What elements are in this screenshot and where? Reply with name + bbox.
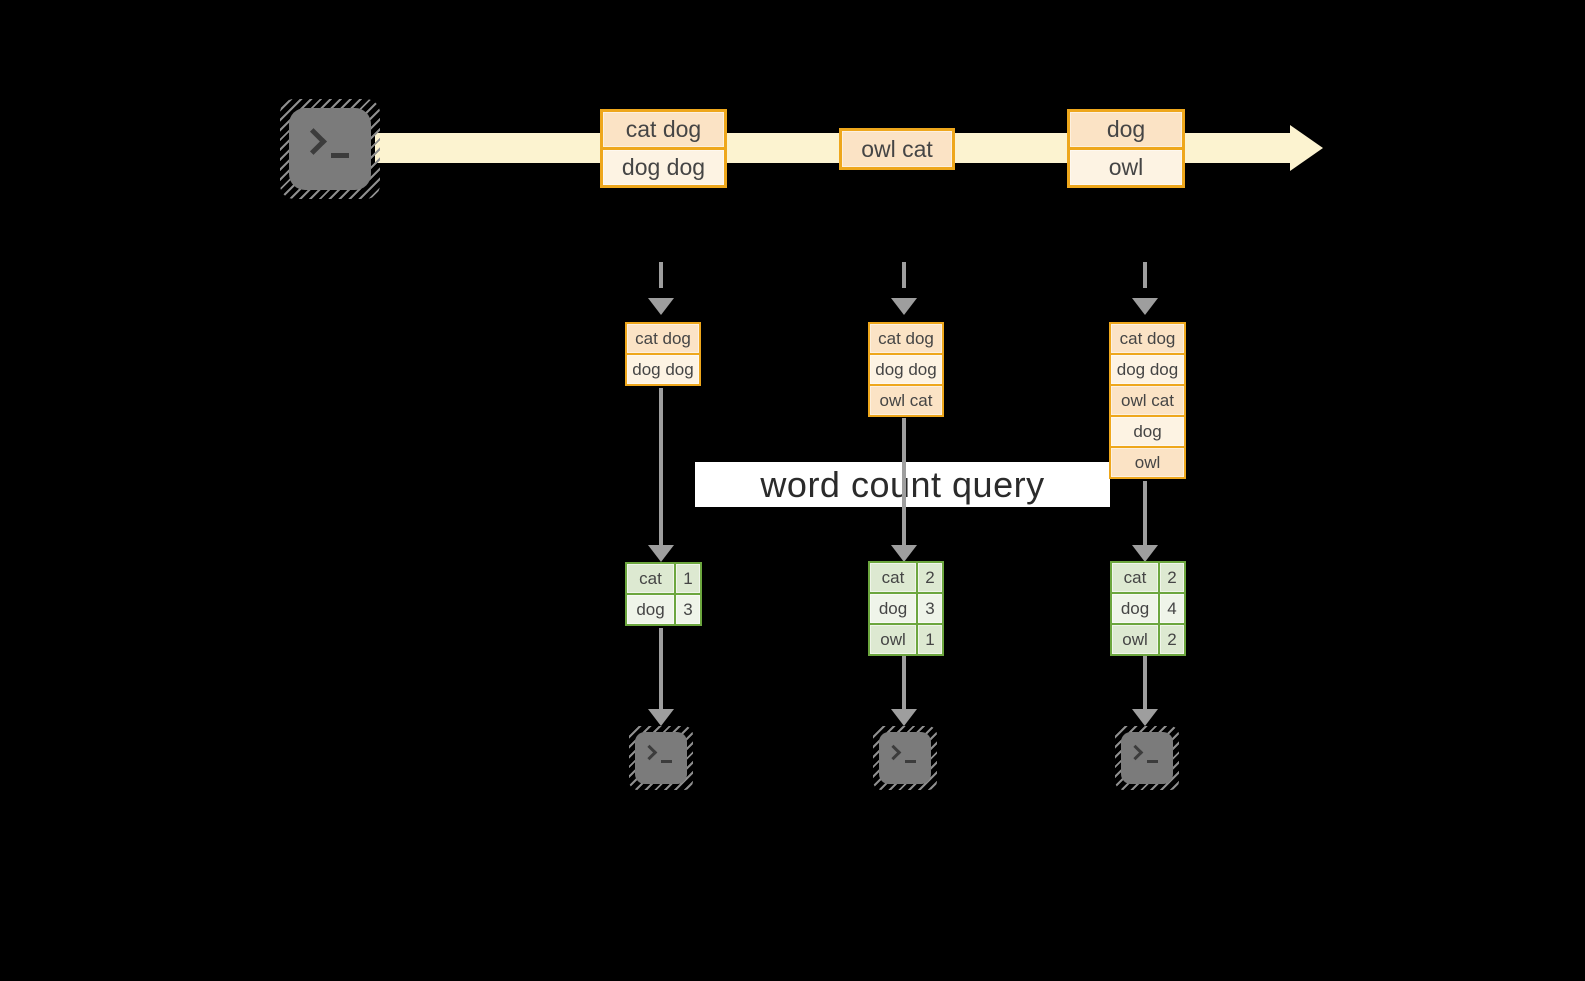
arrow-shaft: [902, 656, 906, 709]
arrowhead-icon: [648, 545, 674, 562]
prompt-chevron-icon: [300, 128, 327, 155]
word-cell: dog: [627, 595, 674, 624]
count-cell: 1: [918, 625, 942, 654]
stream-batch-2: owl cat: [839, 128, 955, 170]
micro-batch-2: cat dog dog dog owl cat: [868, 322, 944, 417]
terminal-face: [289, 108, 371, 190]
sink-terminal-icon-2: [873, 726, 937, 790]
cursor-dash-icon: [905, 760, 916, 763]
arrow-shaft: [902, 262, 906, 288]
count-cell: 3: [676, 595, 700, 624]
word-cell: dog: [870, 594, 916, 623]
count-cell: 2: [1160, 625, 1184, 654]
prompt-chevron-icon: [1127, 744, 1144, 761]
sink-terminal-icon-1: [629, 726, 693, 790]
arrowhead-icon: [891, 709, 917, 726]
arrow-shaft: [1143, 481, 1147, 545]
arrowhead-icon: [1132, 545, 1158, 562]
micro-batch-cell: owl: [1111, 448, 1184, 477]
count-cell: 3: [918, 594, 942, 623]
micro-batch-cell: owl cat: [1111, 386, 1184, 415]
stream-batch-3: dog owl: [1067, 109, 1185, 188]
sink-arrow-2: [890, 656, 918, 726]
micro-batch-3: cat dog dog dog owl cat dog owl: [1109, 322, 1186, 479]
count-cell: 4: [1160, 594, 1184, 623]
terminal-face: [1121, 732, 1173, 784]
stream-arrowhead-icon: [1290, 125, 1323, 171]
terminal-face: [635, 732, 687, 784]
word-cell: dog: [1112, 594, 1158, 623]
dashed-arrow-1: [647, 262, 675, 315]
word-cell: cat: [627, 564, 674, 593]
micro-batch-cell: owl cat: [870, 386, 942, 415]
dashed-arrow-2: [890, 262, 918, 315]
count-cell: 1: [676, 564, 700, 593]
arrowhead-icon: [891, 545, 917, 562]
arrow-shaft: [902, 418, 906, 545]
word-count-table-3: cat 2 dog 4 owl 2: [1110, 561, 1186, 656]
terminal-face: [879, 732, 931, 784]
count-cell: 2: [918, 563, 942, 592]
micro-batch-1: cat dog dog dog: [625, 322, 701, 386]
micro-batch-cell: cat dog: [1111, 324, 1184, 353]
word-cell: cat: [870, 563, 916, 592]
micro-batch-cell: dog dog: [1111, 355, 1184, 384]
arrowhead-icon: [1132, 298, 1158, 315]
arrowhead-icon: [1132, 709, 1158, 726]
arrow-shaft: [659, 628, 663, 709]
stream-batch-cell: owl cat: [842, 131, 952, 167]
query-arrow-2: [890, 418, 918, 562]
word-count-table-2: cat 2 dog 3 owl 1: [868, 561, 944, 656]
arrow-shaft: [659, 262, 663, 288]
query-arrow-3: [1131, 481, 1159, 562]
query-arrow-1: [647, 388, 675, 562]
sink-arrow-3: [1131, 656, 1159, 726]
cursor-dash-icon: [1147, 760, 1158, 763]
word-cell: owl: [1112, 625, 1158, 654]
micro-batch-cell: dog dog: [627, 355, 699, 384]
dashed-arrow-3: [1131, 262, 1159, 315]
arrow-shaft: [1143, 262, 1147, 288]
stream-batch-cell: dog dog: [603, 150, 724, 185]
stream-batch-cell: cat dog: [603, 112, 724, 147]
cursor-dash-icon: [661, 760, 672, 763]
arrow-shaft: [659, 388, 663, 545]
prompt-chevron-icon: [885, 744, 902, 761]
arrowhead-icon: [891, 298, 917, 315]
word-cell: owl: [870, 625, 916, 654]
micro-batch-cell: cat dog: [870, 324, 942, 353]
stream-batch-cell: dog: [1070, 112, 1182, 147]
sink-terminal-icon-3: [1115, 726, 1179, 790]
stream-batch-1: cat dog dog dog: [600, 109, 727, 188]
stream-batch-cell: owl: [1070, 150, 1182, 185]
prompt-chevron-icon: [641, 744, 658, 761]
micro-batch-cell: dog: [1111, 417, 1184, 446]
cursor-dash-icon: [331, 153, 349, 158]
micro-batch-cell: cat dog: [627, 324, 699, 353]
sink-arrow-1: [647, 628, 675, 726]
word-count-table-1: cat 1 dog 3: [625, 562, 702, 626]
count-cell: 2: [1160, 563, 1184, 592]
source-terminal-icon: [280, 99, 380, 199]
arrow-shaft: [1143, 656, 1147, 709]
micro-batch-cell: dog dog: [870, 355, 942, 384]
arrowhead-icon: [648, 298, 674, 315]
word-cell: cat: [1112, 563, 1158, 592]
arrowhead-icon: [648, 709, 674, 726]
